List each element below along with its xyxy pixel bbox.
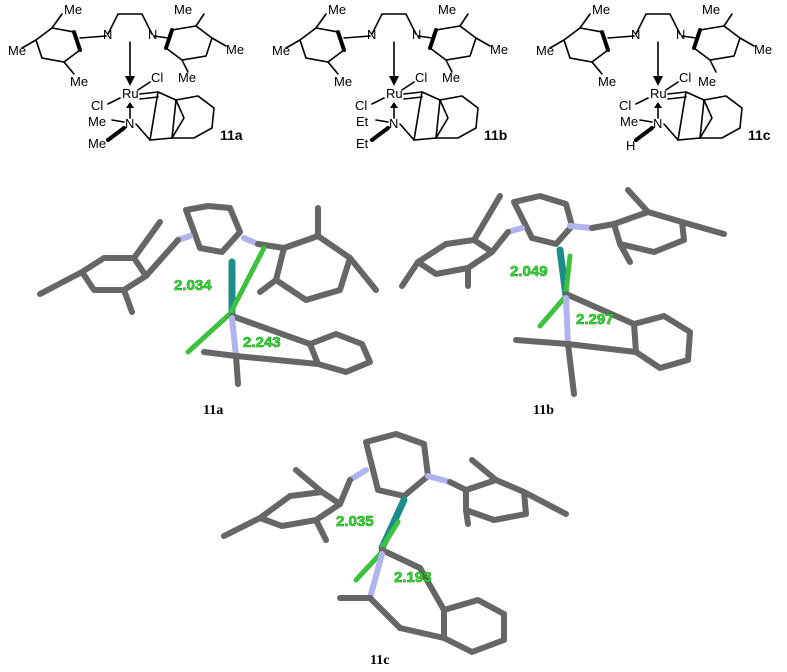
- methyl-label: Me: [592, 2, 610, 17]
- atom-N: N: [412, 27, 421, 42]
- atom-N: N: [676, 27, 685, 42]
- amine-substituent-2: Me: [88, 136, 106, 151]
- amine-substituent-1: Me: [620, 114, 638, 129]
- structure-11a: N N Ru Cl Cl N Me Me Me Me Me Me Me Me 1…: [8, 2, 244, 151]
- methyl-label: Me: [442, 70, 460, 85]
- methyl-label: Me: [598, 74, 616, 89]
- methyl-label: Me: [702, 2, 720, 17]
- crystal-label-11b: 11b: [533, 403, 554, 418]
- methyl-label: Me: [174, 2, 192, 17]
- atom-Cl: Cl: [679, 70, 691, 85]
- ru-n-distance-11a: 2.243: [243, 334, 281, 351]
- amine-substituent-2: Et: [356, 136, 369, 151]
- crystal-structure-11b: 2.049 2.297 11b: [399, 187, 727, 418]
- atom-Cl: Cl: [151, 70, 163, 85]
- methyl-label: Me: [536, 43, 554, 58]
- ru-n-distance-11c: 2.193: [394, 569, 432, 586]
- ru-c-distance-11a: 2.034: [174, 277, 212, 294]
- methyl-label: Me: [226, 42, 244, 57]
- amine-substituent-1: Et: [356, 114, 369, 129]
- atom-N: N: [367, 27, 376, 42]
- compound-label-11a: 11a: [220, 127, 243, 143]
- methyl-label: Me: [8, 43, 26, 58]
- compound-label-11c: 11c: [748, 127, 771, 143]
- methyl-label: Me: [328, 2, 346, 17]
- structure-11c: N N Ru Cl Cl N Me Me Me Me Me Me Me H 11…: [536, 2, 772, 153]
- atom-N: N: [389, 116, 398, 131]
- compound-label-11b: 11b: [484, 127, 507, 143]
- atom-N: N: [653, 116, 662, 131]
- methyl-label: Me: [178, 70, 196, 85]
- atom-Cl: Cl: [91, 98, 103, 113]
- crystal-label-11c: 11c: [370, 653, 389, 668]
- methyl-label: Me: [490, 42, 508, 57]
- crystal-structure-11a: 2.034 2.243 11a: [37, 203, 379, 418]
- ru-n-distance-11b: 2.297: [576, 311, 614, 328]
- methyl-label: Me: [70, 74, 88, 89]
- methyl-label: Me: [698, 74, 716, 89]
- ru-c-distance-11c: 2.035: [336, 513, 374, 530]
- atom-N: N: [125, 116, 134, 131]
- atom-Cl: Cl: [619, 98, 631, 113]
- atom-Ru: Ru: [122, 86, 139, 101]
- methyl-label: Me: [334, 74, 352, 89]
- methyl-label: Me: [64, 2, 82, 17]
- methyl-label: Me: [754, 42, 772, 57]
- structure-11b: N N Ru Cl Cl N Me Me Me Me Me Me Et Et 1…: [272, 2, 508, 151]
- atom-Ru: Ru: [386, 86, 403, 101]
- atom-N: N: [148, 27, 157, 42]
- methyl-label: Me: [272, 43, 290, 58]
- amine-substituent-1: Me: [88, 114, 106, 129]
- ru-c-distance-11b: 2.049: [510, 263, 548, 280]
- crystal-structure-11c: 2.035 2.193 11c: [221, 431, 569, 668]
- atom-Ru: Ru: [650, 86, 667, 101]
- atom-N: N: [631, 27, 640, 42]
- atom-Cl: Cl: [415, 70, 427, 85]
- crystal-label-11a: 11a: [203, 403, 223, 418]
- methyl-label: Me: [438, 2, 456, 17]
- atom-Cl: Cl: [355, 98, 367, 113]
- atom-N: N: [103, 27, 112, 42]
- amine-substituent-2: H: [626, 138, 635, 153]
